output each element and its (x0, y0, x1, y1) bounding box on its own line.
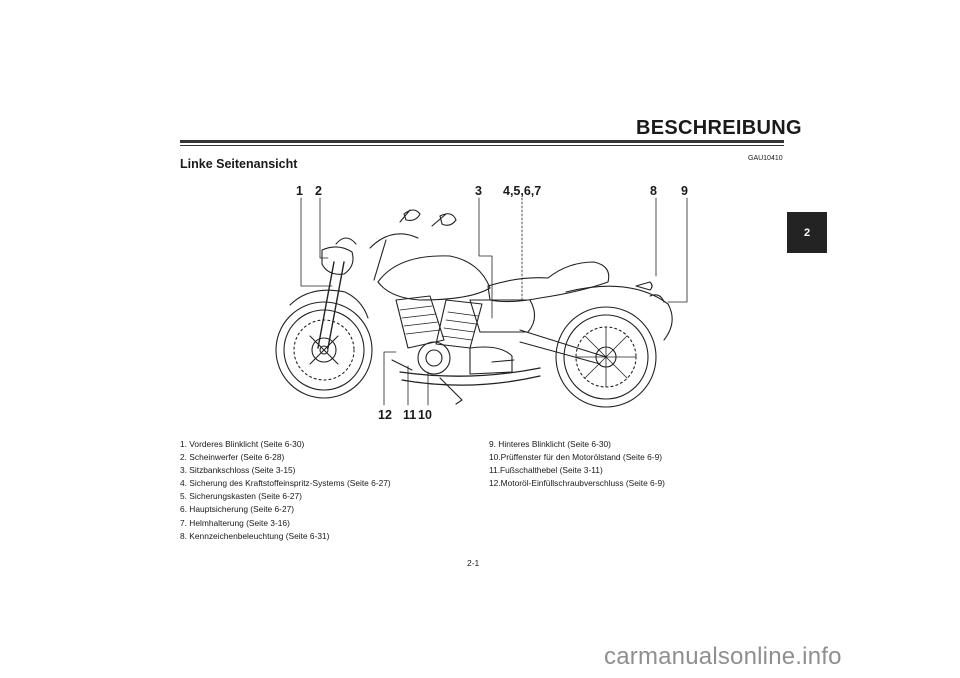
mirror-left (399, 209, 421, 223)
header-rule-thick (180, 140, 784, 143)
motorcycle-left-side-illustration (275, 197, 688, 408)
header-rule-thin (180, 145, 784, 146)
page-number: 2-1 (467, 558, 480, 568)
front-fork (317, 261, 345, 349)
seat (487, 261, 610, 303)
headlight (321, 246, 354, 275)
exhaust-pipe (399, 367, 541, 386)
fuel-tank (377, 255, 491, 301)
callout-8: 8 (650, 184, 657, 198)
list-item: 11.Fußschalthebel (Seite 3-11) (489, 465, 603, 476)
watermark[interactable]: carmanualsonline.info (604, 643, 842, 670)
list-item: 3. Sitzbankschloss (Seite 3-15) (180, 465, 296, 476)
parts-list-left: 1. Vorderes Blinklicht (Seite 6-30) 2. S… (180, 438, 391, 543)
mirror-right (431, 213, 457, 227)
list-item: 6. Hauptsicherung (Seite 6-27) (180, 504, 295, 515)
callout-2: 2 (315, 184, 322, 198)
list-item: 1. Vorderes Blinklicht (Seite 6-30) (180, 439, 305, 449)
callout-3: 3 (475, 184, 482, 198)
list-item: 5. Sicherungskasten (Seite 6-27) (180, 491, 302, 502)
list-item: 2. Scheinwerfer (Seite 6-28) (180, 452, 285, 463)
windshield (335, 237, 357, 245)
callout-12: 12 (378, 408, 392, 422)
callout-9: 9 (681, 184, 688, 198)
license-plate-light (649, 294, 665, 303)
page-title: BESCHREIBUNG (636, 117, 802, 139)
list-item: 12.Motoröl-Einfüllschraubverschluss (Sei… (489, 478, 665, 489)
rear-turn-signal (635, 281, 653, 291)
leader-lines (300, 197, 688, 406)
chapter-tab[interactable]: 2 (787, 212, 827, 253)
side-cover (469, 299, 536, 333)
handlebar (369, 233, 419, 281)
callout-4-5-6-7: 4,5,6,7 (503, 184, 542, 198)
side-stand (439, 377, 463, 405)
front-wheel (275, 301, 373, 399)
parts-list-right: 9. Hinteres Blinklicht (Seite 6-30) 10.P… (489, 438, 665, 490)
list-item: 4. Sicherung des Kraftstoffeinspritz-Sys… (180, 478, 391, 489)
callout-10: 10 (418, 408, 432, 422)
list-item: 7. Helmhalterung (Seite 3-16) (180, 517, 290, 528)
list-item: 10.Prüffenster für den Motorölstand (Sei… (489, 452, 663, 463)
list-item: 9. Hinteres Blinklicht (Seite 6-30) (489, 439, 611, 449)
engine (395, 295, 513, 375)
section-title: Linke Seitenansicht (180, 157, 298, 171)
front-fender (289, 289, 369, 319)
swingarm (519, 329, 607, 365)
list-item: 8. Kennzeichenbeleuchtung (Seite 6-31) (180, 530, 330, 541)
footrest (391, 359, 515, 371)
callout-11: 11 (403, 408, 417, 422)
callout-1: 1 (296, 184, 303, 198)
document-code: GAU10410 (748, 155, 783, 162)
